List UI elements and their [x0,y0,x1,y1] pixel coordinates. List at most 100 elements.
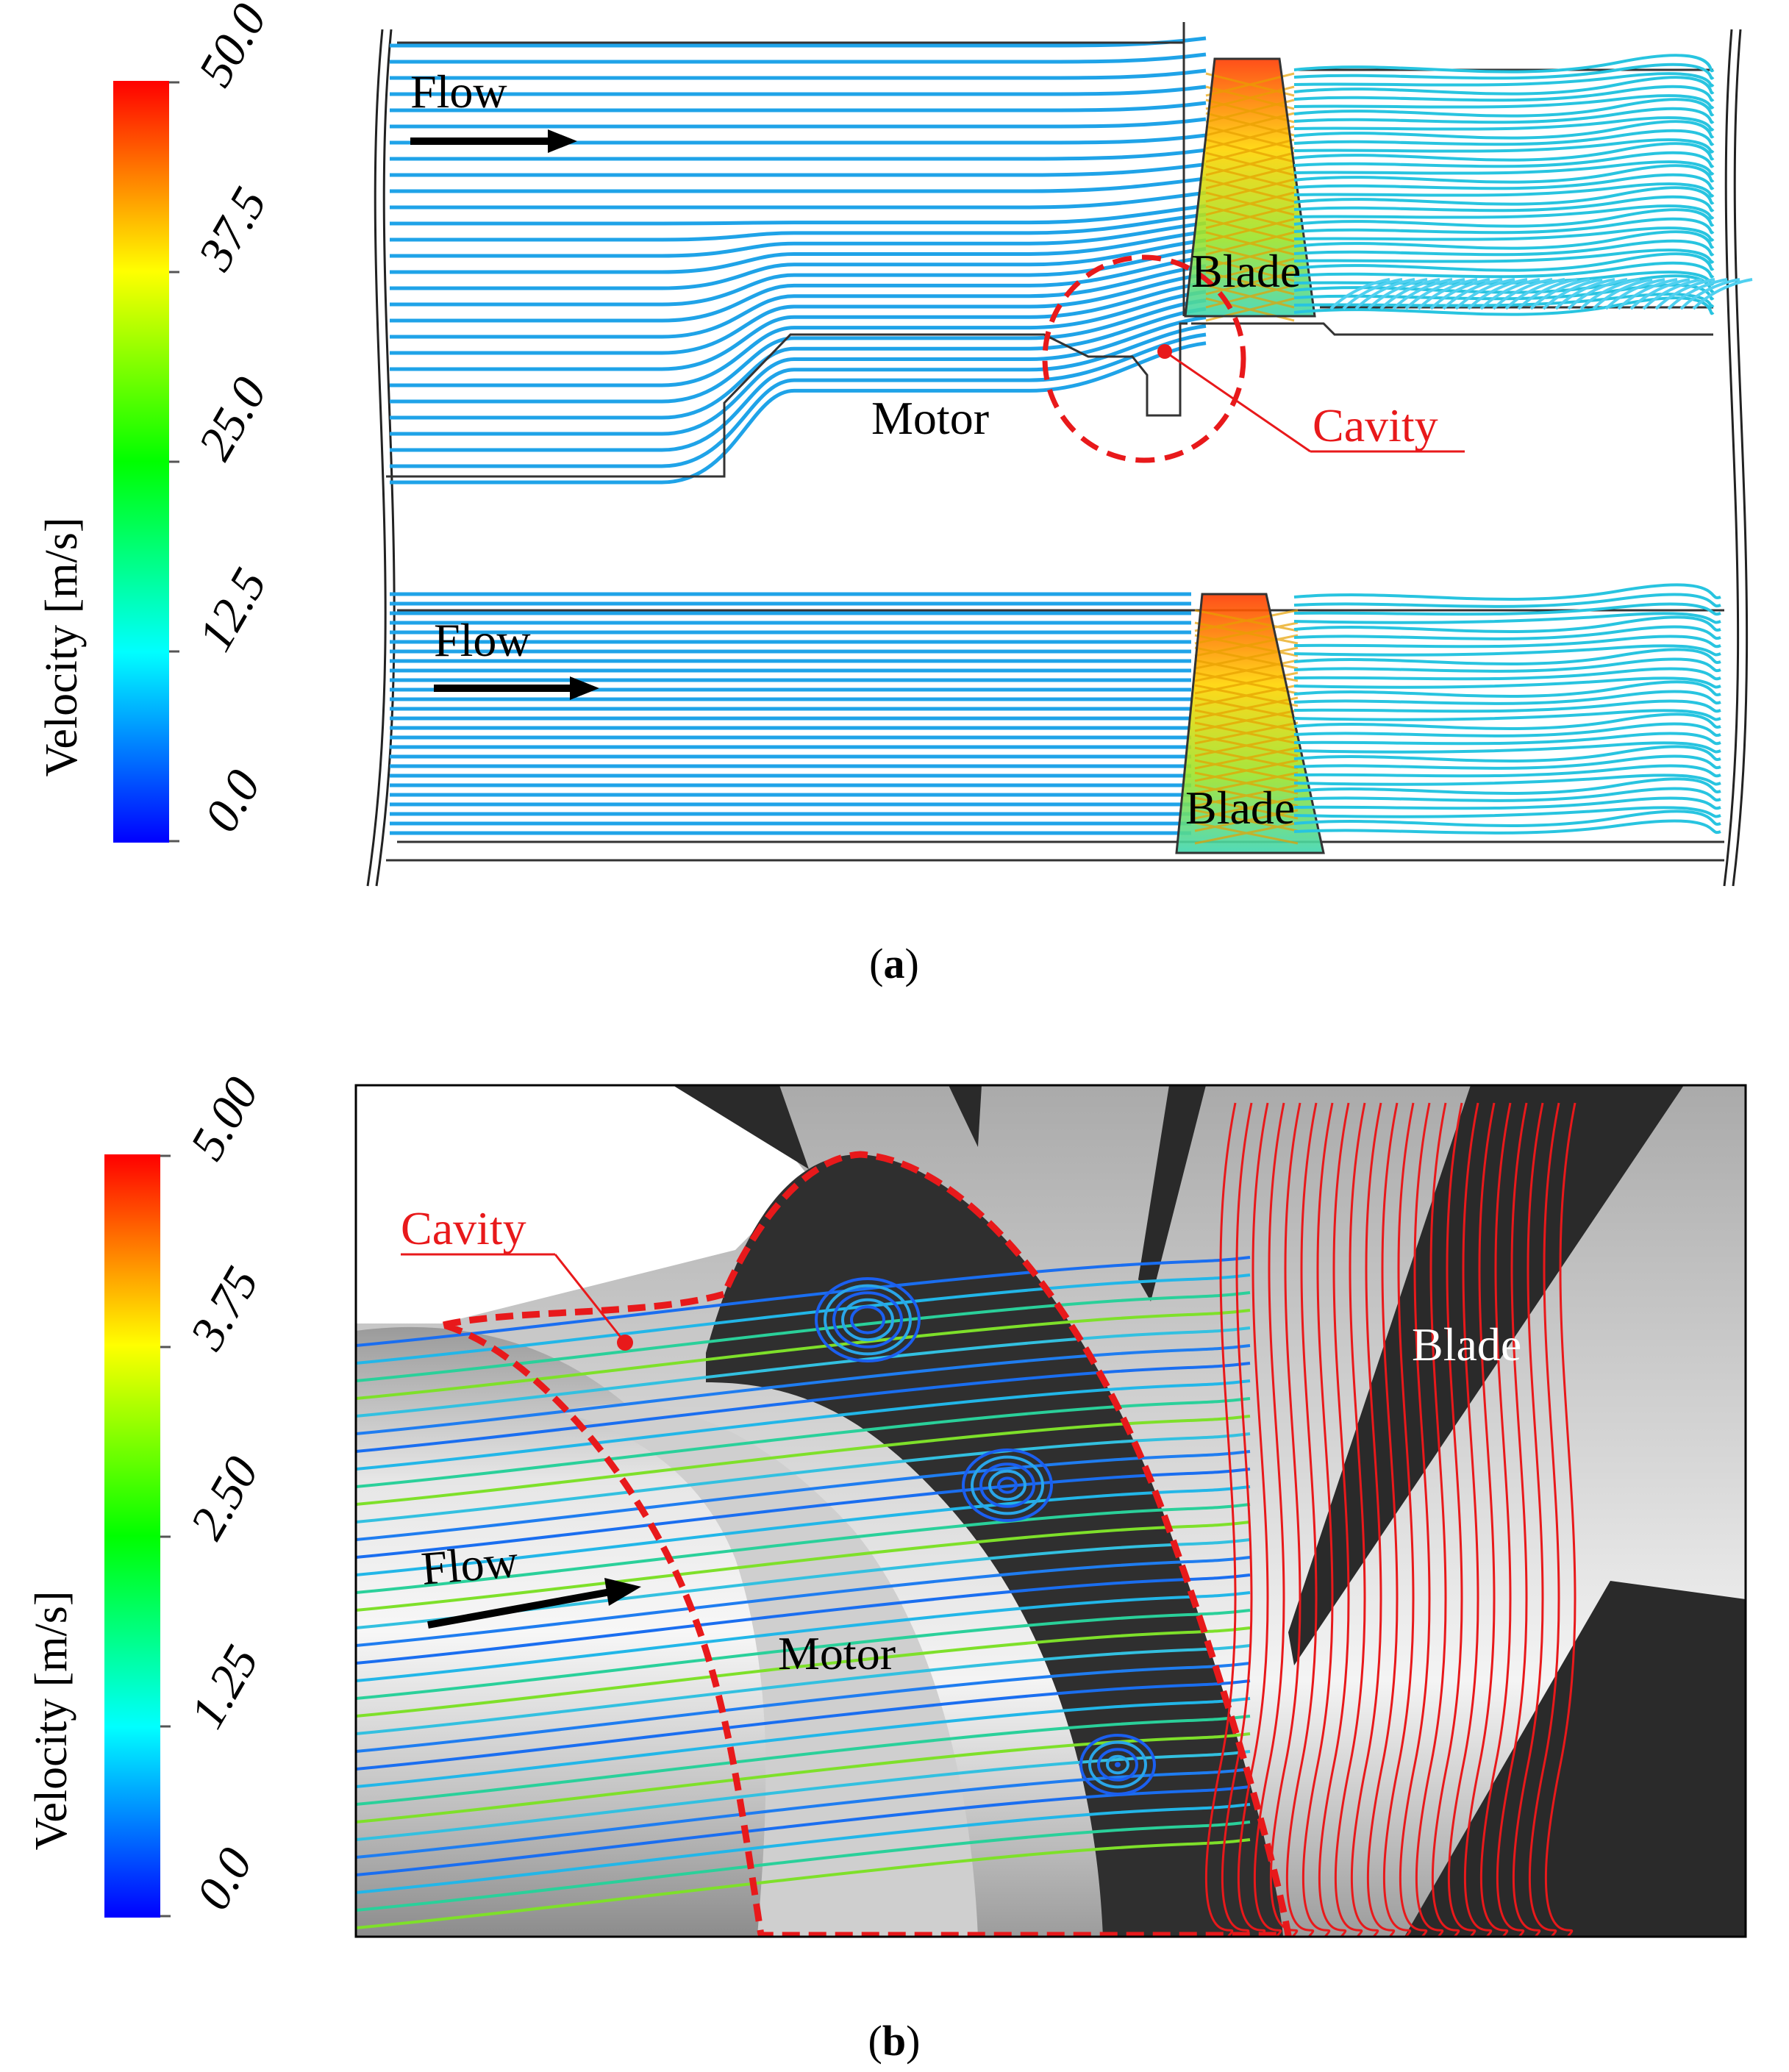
hatch-line [1205,231,1295,256]
streamlines-b [356,1256,1251,1929]
streamline [356,1821,1251,1912]
flow-label-b: Flow [419,1535,520,1595]
colorbar-a: Velocity [m/s] 0.0 12.5 25.0 37.5 50.0 [37,0,277,843]
streamline [390,212,1207,242]
streamline [1293,138,1715,154]
colorbar-a-tick-label: 50.0 [188,0,277,96]
streamline [1392,278,1453,310]
streamline [390,255,1207,323]
streamline [390,148,1207,161]
colorbar-b-tick-label: 2.50 [180,1448,269,1548]
streamline [1293,204,1715,220]
streamline [356,1397,1251,1488]
motor-label-a: Motor [871,392,989,444]
streamline [1442,278,1503,310]
streamline [1379,278,1440,310]
blade-label-b: Blade [1412,1318,1521,1371]
streamline [1293,217,1715,235]
streamline [1642,278,1703,310]
hatch-line [1205,138,1295,163]
streamline [1293,806,1721,818]
flow-arrow-bottom [434,676,599,700]
colorbar-b-tick-label: 0.0 [186,1839,263,1918]
streamline [1367,278,1428,310]
hatch-line [1205,218,1295,243]
streamline [356,1803,1251,1894]
colorbar-a-tick-label: 0.0 [194,761,271,840]
panel-b: Velocity [m/s] 0.0 1.25 2.50 3.75 5.00 [26,1068,1747,2065]
hatch-line [1194,621,1299,645]
streamline [356,1415,1251,1506]
streamline [1286,1102,1318,1937]
streamline [1513,1102,1544,1937]
streamline [1293,709,1721,721]
colorbar-b: Velocity [m/s] 0.0 1.25 2.50 3.75 5.00 [26,1068,269,1918]
render-view-b [356,1085,1746,1937]
streamline [1293,819,1721,835]
streamline [1654,278,1715,310]
streamline [1415,1102,1447,1937]
hatch-line [1205,165,1295,190]
streamline [356,1521,1251,1612]
colorbar-a-tick-label: 25.0 [188,368,277,469]
streamline [1293,648,1721,665]
streamline [815,1277,921,1362]
streamline [356,1609,1251,1700]
panel-a-frame [366,29,1749,887]
streamline [356,1626,1251,1718]
streamline [1293,722,1721,737]
streamline [356,1838,1251,1929]
streamline [1293,745,1721,762]
streamline [979,1462,1036,1508]
streamline [1529,278,1590,310]
streamline [1293,712,1721,730]
colorbar-a-title: Velocity [m/s] [37,518,87,777]
streamline [1679,278,1740,310]
motor-label-b: Motor [778,1627,896,1679]
streamline [1293,593,1721,608]
streamline [1293,732,1721,746]
streamline [390,290,1207,387]
streamlines-bottom-upstream [390,592,1191,835]
streamline [841,1298,895,1342]
streamline [1293,186,1715,206]
streamline [850,1305,886,1335]
blade-shape [673,1085,809,1169]
cavity-annotation-b: Cavity [401,1202,633,1351]
streamline [1293,94,1715,110]
flow-arrow-top [410,129,577,153]
streamline [1604,278,1665,310]
streamline [356,1344,1251,1435]
streamline [1293,283,1715,301]
streamline [1293,164,1715,184]
cavity-label-a: Cavity [1313,399,1438,451]
hatch-line [1194,809,1299,832]
streamline [1293,615,1721,633]
hatch-line [1194,746,1299,770]
streamline [356,1785,1251,1876]
streamline [1692,278,1753,310]
streamline [356,1379,1251,1471]
streamline [1629,278,1690,310]
streamline [1293,208,1715,228]
streamline [1351,1102,1382,1937]
streamline [356,1291,1251,1382]
streamline [1293,774,1721,786]
panel-a: Velocity [m/s] 0.0 12.5 25.0 37.5 50.0 [37,0,1753,987]
streamline [1293,699,1721,713]
streamline [1592,278,1653,310]
streamline [1367,1102,1399,1937]
colorbar-a-tick-label: 12.5 [188,560,277,660]
streamline [1542,278,1603,310]
streamline [390,229,1207,274]
streamline [1579,278,1640,310]
cavity-outline-b [442,1151,1292,1937]
streamline [1293,129,1715,146]
streamline [1293,226,1715,242]
streamline [988,1469,1027,1501]
cavity-leader [1164,350,1311,453]
streamline [390,221,1207,258]
flow-arrow-b [427,1578,641,1629]
hatch-line [1205,72,1295,97]
streamline [1293,239,1715,257]
